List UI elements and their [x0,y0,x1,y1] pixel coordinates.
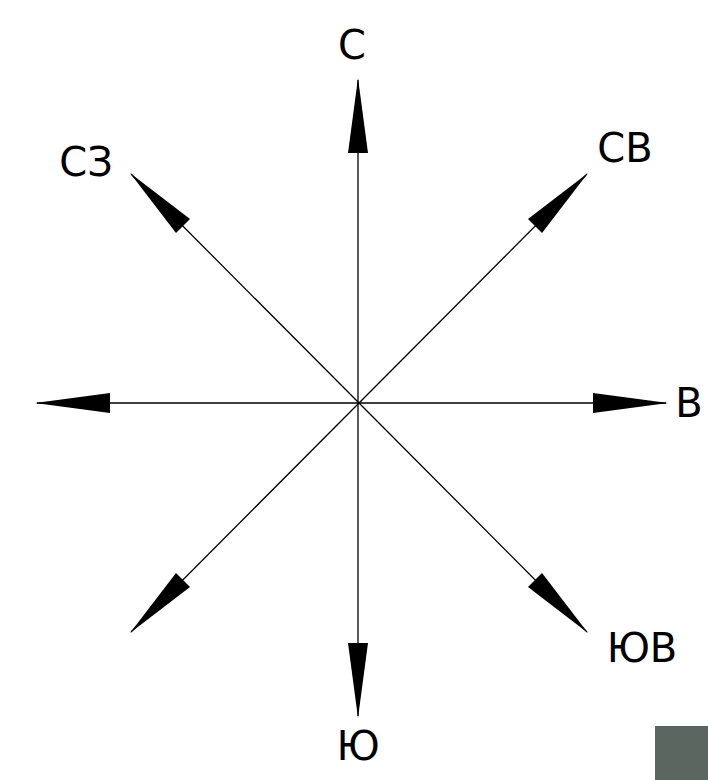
direction-label: В [675,383,702,423]
arrowhead-southwest [130,573,190,633]
direction-label: ЮВ [607,628,678,668]
arrowhead-west [35,393,110,413]
direction-label: СЗ [59,142,113,182]
arrowhead-east [593,393,668,413]
corner-thumbnail [655,726,708,780]
nw-se-axis [131,174,587,632]
arrowhead-south [348,643,368,718]
north-south-axis [357,80,358,716]
direction-label: СВ [597,128,652,168]
direction-label: Ю [336,726,379,766]
direction-label: С [338,25,366,65]
arrowhead-north [348,78,368,153]
arrowhead-northeast [528,173,588,233]
ne-sw-axis [131,174,587,632]
west-east-axis [37,402,666,403]
arrowhead-northwest [130,173,190,233]
arrowhead-southeast [528,573,588,633]
